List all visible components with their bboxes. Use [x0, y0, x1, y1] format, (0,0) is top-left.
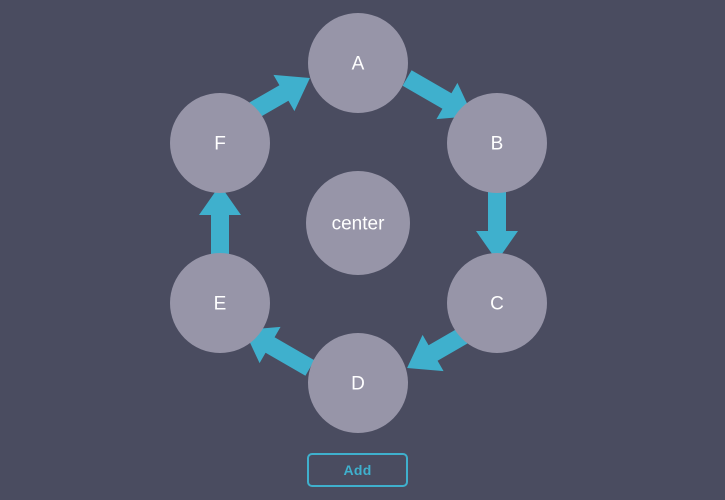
node-d-label: D [351, 374, 365, 395]
node-a-label: A [352, 54, 365, 75]
node-c-label: C [490, 294, 504, 315]
node-c-circle[interactable] [447, 253, 547, 353]
node-e-circle[interactable] [170, 253, 270, 353]
node-center[interactable]: center [306, 171, 410, 275]
node-e[interactable]: E [170, 253, 270, 353]
node-a[interactable]: A [308, 13, 408, 113]
node-e-label: E [214, 294, 227, 315]
node-f[interactable]: F [170, 93, 270, 193]
node-d[interactable]: D [308, 333, 408, 433]
node-a-circle[interactable] [308, 13, 408, 113]
node-d-circle[interactable] [308, 333, 408, 433]
node-b[interactable]: B [447, 93, 547, 193]
node-f-circle[interactable] [170, 93, 270, 193]
edge-arrow-b-to-c[interactable] [476, 185, 518, 261]
node-center-label: center [332, 214, 385, 235]
add-button[interactable]: Add [307, 453, 408, 487]
edge-arrow-a-to-b[interactable] [397, 60, 484, 134]
node-b-circle[interactable] [447, 93, 547, 193]
node-b-label: B [491, 134, 504, 155]
node-f-label: F [214, 134, 226, 155]
edge-arrow-e-to-f[interactable] [199, 185, 241, 261]
node-center-circle[interactable] [306, 171, 410, 275]
graph-nodes: A B C D E F [170, 13, 547, 433]
edge-arrow-d-to-e[interactable] [234, 312, 321, 386]
node-c[interactable]: C [447, 253, 547, 353]
